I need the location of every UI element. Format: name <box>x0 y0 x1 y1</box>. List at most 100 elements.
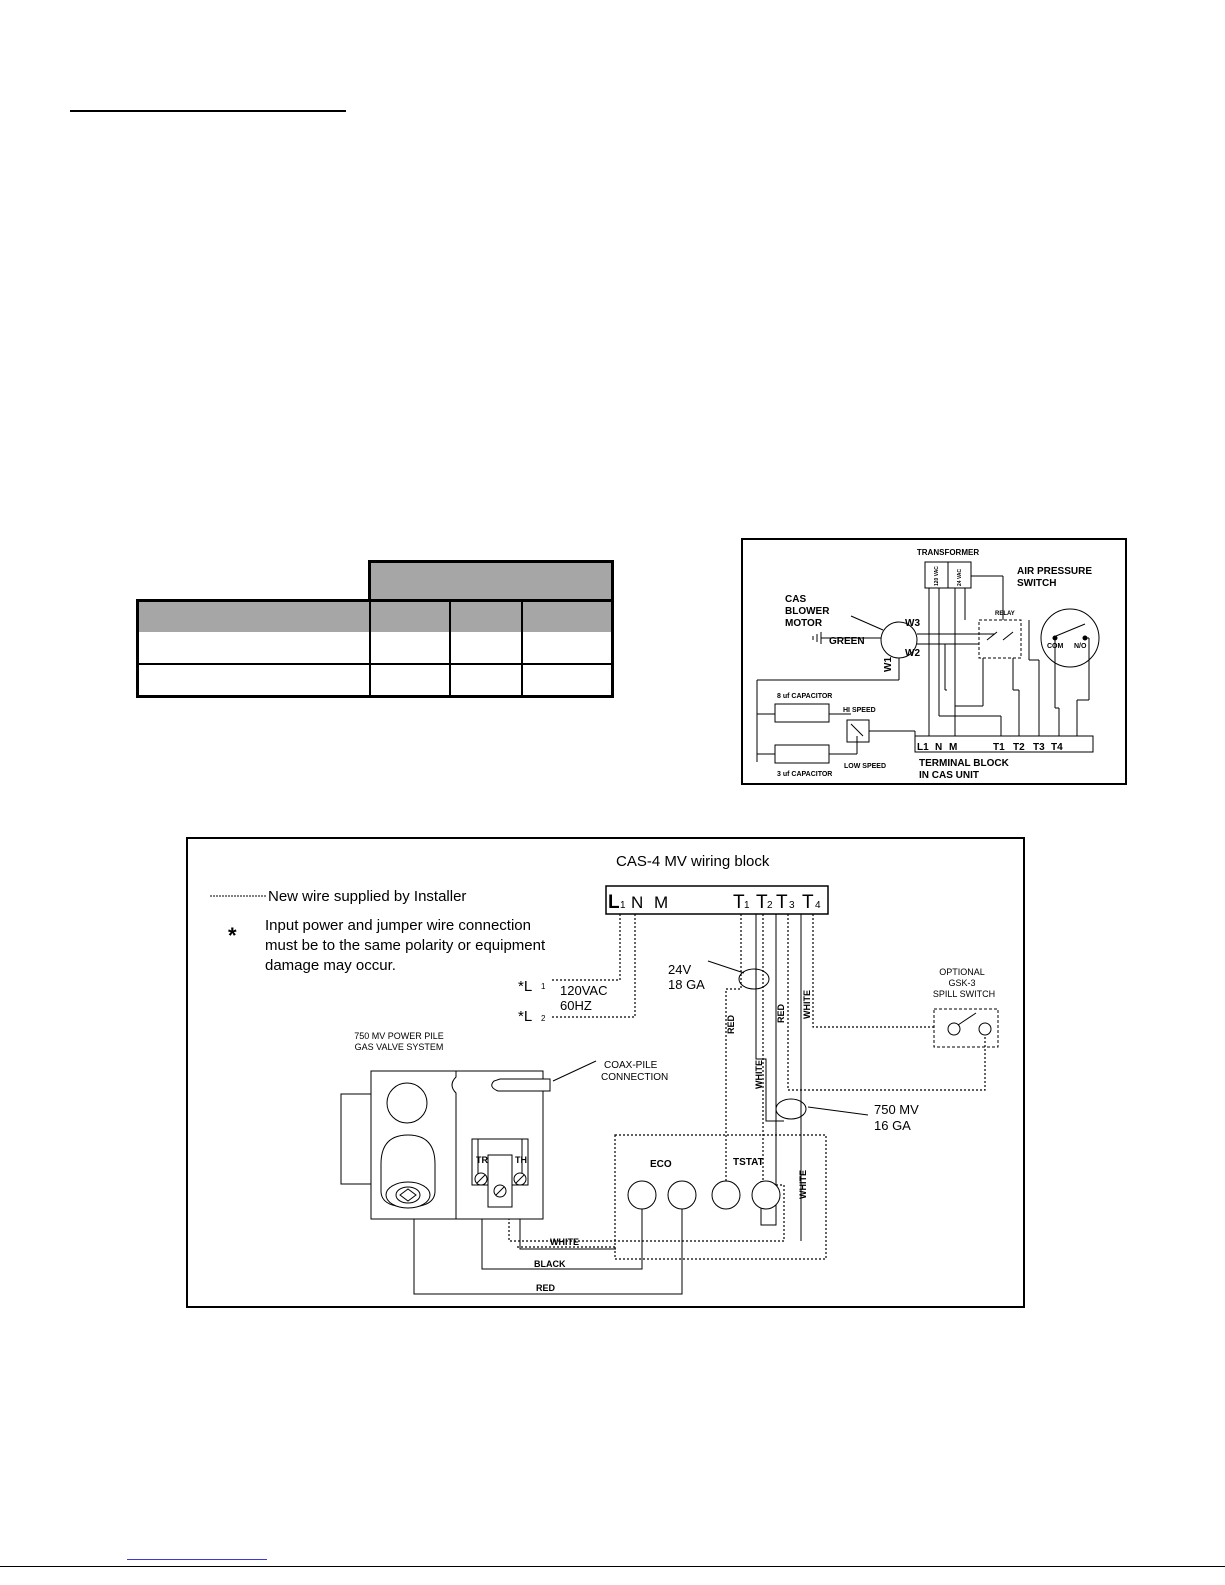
block-t3-sub: 3 <box>789 900 795 911</box>
block-l-sub: 1 <box>620 900 626 911</box>
coax-label-1: COAX-PILE <box>604 1060 658 1071</box>
table-col-divider <box>369 599 371 698</box>
header-rule <box>70 110 346 112</box>
v120-label: 120 VAC <box>934 566 940 586</box>
coax-label-2: CONNECTION <box>601 1072 668 1083</box>
gas-valve-mount <box>340 1093 372 1185</box>
cap8-label: 8 uf CAPACITOR <box>777 693 832 700</box>
blower-schematic: TRANSFORMER 120 VAC 24 VAC AIR PRESSURE … <box>756 548 1100 781</box>
terminal-block <box>914 735 1094 753</box>
terminal-t4: T4 <box>1051 742 1063 753</box>
terminal-t3: T3 <box>1033 742 1045 753</box>
optional-label-3: SPILL SWITCH <box>933 989 995 999</box>
table-group-header <box>368 560 614 602</box>
cap3-label: 3 uf CAPACITOR <box>777 771 832 778</box>
tr-label: TR <box>476 1155 488 1165</box>
t3-wire <box>787 914 986 1091</box>
optional-label-2: GSK-3 <box>948 978 975 988</box>
block-t1-sub: 1 <box>744 900 750 911</box>
l1-wire <box>550 914 621 981</box>
red-label-3: RED <box>536 1283 556 1293</box>
motor-label-3: MOTOR <box>785 618 823 629</box>
white-label-1: WHITE <box>754 1060 764 1089</box>
tstat-label: TSTAT <box>733 1157 764 1168</box>
note-line-3: damage may occur. <box>265 957 396 974</box>
w1-label: W1 <box>883 657 894 672</box>
terminal-n: N <box>935 742 942 753</box>
vac-label: 120VAC <box>560 983 607 998</box>
capacitor-8uf <box>774 703 830 723</box>
t1-wire <box>725 914 742 1181</box>
valve-label-2: GAS VALVE SYSTEM <box>355 1042 444 1052</box>
w2-label: W2 <box>905 648 920 659</box>
block-t1: T <box>733 892 745 913</box>
com-label: COM <box>1047 643 1064 650</box>
optional-label-1: OPTIONAL <box>939 967 985 977</box>
eco-terminal-2 <box>667 1180 697 1210</box>
relay-label: RELAY <box>995 611 1015 617</box>
wiring-diagram-frame: CAS-4 MV wiring block New wire supplied … <box>186 837 1025 1308</box>
l2-input-sub: 2 <box>541 1014 546 1023</box>
table-row-divider <box>139 663 611 665</box>
v24-label: 24V <box>668 962 691 977</box>
footer-rule <box>0 1566 1225 1567</box>
red-label-2: RED <box>776 1003 786 1023</box>
green-label: GREEN <box>829 636 865 647</box>
eco-terminal-1 <box>627 1180 657 1210</box>
terminal-t2: T2 <box>1013 742 1025 753</box>
table-col-divider <box>449 599 451 698</box>
white-label-2: WHITE <box>802 990 812 1019</box>
tstat-terminal-2 <box>751 1180 781 1210</box>
no-label: N/O <box>1074 643 1087 650</box>
low-speed-label: LOW SPEED <box>844 763 886 770</box>
spec-table <box>136 560 614 698</box>
red-label-1: RED <box>726 1014 736 1034</box>
wiring-diagram: CAS-4 MV wiring block New wire supplied … <box>210 853 999 1295</box>
block-m: M <box>654 893 668 912</box>
th-label: TH <box>515 1155 527 1165</box>
l1-input: *L <box>518 978 532 995</box>
valve-label-1: 750 MV POWER PILE <box>354 1031 444 1041</box>
terminal-l1: L1 <box>917 742 929 753</box>
terminal-t1: T1 <box>993 742 1005 753</box>
white-label-4: WHITE <box>550 1237 579 1247</box>
l2-input: *L <box>518 1008 532 1025</box>
table-column-header-row <box>136 599 614 634</box>
black-label: BLACK <box>534 1259 566 1269</box>
ga18-label: 18 GA <box>668 977 705 992</box>
white-label-3: WHITE <box>798 1170 808 1199</box>
block-t2: T <box>756 892 768 913</box>
note-line-1: Input power and jumper wire connection <box>265 917 531 934</box>
black-wire <box>481 1179 643 1270</box>
note-line-2: must be to the same polarity or equipmen… <box>265 937 546 954</box>
block-l: L <box>608 892 620 913</box>
l1-input-sub: 1 <box>541 982 546 991</box>
table-body <box>136 632 614 698</box>
wire-bundle-24v <box>738 968 770 990</box>
controls-dotted-box <box>614 1134 827 1260</box>
red-wire-eco <box>413 1193 683 1295</box>
valve-knob-top <box>386 1082 428 1124</box>
air-pressure-switch <box>1040 608 1100 668</box>
t4-wire <box>812 914 934 1028</box>
air-pressure-label-2: SWITCH <box>1017 578 1056 589</box>
mv750-label: 750 MV <box>874 1102 919 1117</box>
motor-label-1: CAS <box>785 594 806 605</box>
tstat-terminal-1 <box>711 1180 741 1210</box>
wiring-title: CAS-4 MV wiring block <box>616 853 770 870</box>
w3-label: W3 <box>905 618 920 629</box>
v24-label: 24 VAC <box>957 568 963 586</box>
ga16-label: 16 GA <box>874 1118 911 1133</box>
white-wire-t2 <box>755 914 784 1122</box>
relay-box <box>978 619 1022 659</box>
terminal-block-label-1: TERMINAL BLOCK <box>919 758 1010 769</box>
footer-link-underline <box>127 1559 267 1560</box>
block-t2-sub: 2 <box>767 900 773 911</box>
eco-label: ECO <box>650 1159 672 1170</box>
block-n: N <box>631 893 643 912</box>
wire-bundle-750mv <box>775 1098 807 1120</box>
t2-wire <box>508 914 785 1242</box>
block-t3: T <box>776 892 788 913</box>
transformer-label: TRANSFORMER <box>917 548 979 557</box>
coax-pile-fitting <box>491 1078 551 1092</box>
